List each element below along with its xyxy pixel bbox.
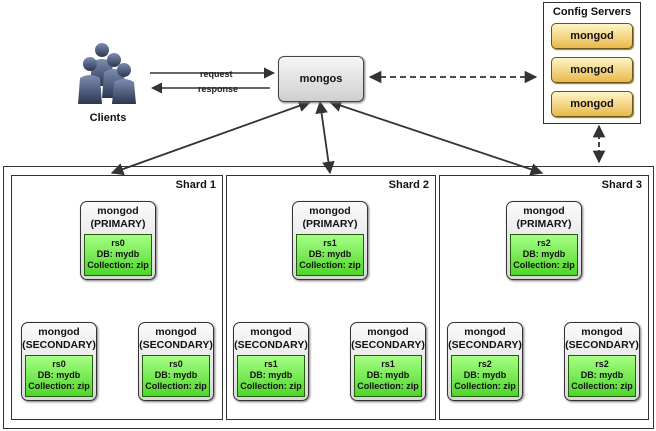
replica-set-name: rs1 [381, 359, 395, 369]
secondary-node[interactable]: mongod(SECONDARY) rs1 DB: mydb Collectio… [350, 322, 426, 401]
shard-cluster-box [3, 166, 654, 429]
secondary-node[interactable]: mongod(SECONDARY) rs0 DB: mydb Collectio… [138, 322, 214, 401]
replica-set-info: rs2 DB: mydb Collection: zip [568, 355, 636, 397]
node-title: mongod(PRIMARY) [516, 205, 572, 230]
config-servers-box: Config Servers mongod mongod mongod [543, 2, 641, 124]
replica-set-name: rs2 [478, 359, 492, 369]
replica-set-info: rs2 DB: mydb Collection: zip [510, 234, 578, 276]
collection-name: Collection: zip [28, 381, 90, 391]
primary-node[interactable]: mongod(PRIMARY) rs0 DB: mydb Collection:… [80, 201, 156, 280]
mongos-shard2-link [315, 100, 335, 175]
database-name: DB: mydb [154, 370, 198, 380]
secondary-node[interactable]: mongod(SECONDARY) rs2 DB: mydb Collectio… [564, 322, 640, 401]
replica-set-info: rs1 DB: mydb Collection: zip [237, 355, 305, 397]
replica-set-name: rs0 [111, 238, 125, 248]
primary-node[interactable]: mongod(PRIMARY) rs1 DB: mydb Collection:… [292, 201, 368, 280]
shard-title: Shard 3 [601, 179, 642, 191]
database-name: DB: mydb [37, 370, 81, 380]
database-name: DB: mydb [463, 370, 507, 380]
replica-set-info: rs1 DB: mydb Collection: zip [296, 234, 364, 276]
node-title: mongod(SECONDARY) [139, 326, 213, 351]
config-server-2[interactable]: mongod [551, 57, 633, 83]
node-title: mongod(PRIMARY) [90, 205, 146, 230]
replica-set-name: rs1 [323, 238, 337, 248]
node-title: mongod(SECONDARY) [234, 326, 308, 351]
node-title: mongod(SECONDARY) [351, 326, 425, 351]
shard-1: Shard 1 mongod(PRIMARY) rs0 DB: mydb Col… [11, 175, 223, 420]
mongos-shard3-link [328, 99, 544, 176]
replica-set-info: rs0 DB: mydb Collection: zip [142, 355, 210, 397]
database-name: DB: mydb [366, 370, 410, 380]
shard-3: Shard 3 mongod(PRIMARY) rs2 DB: mydb Col… [439, 175, 649, 420]
replica-set-name: rs0 [169, 359, 183, 369]
collection-name: Collection: zip [454, 381, 516, 391]
replica-set-info: rs2 DB: mydb Collection: zip [451, 355, 519, 397]
primary-node[interactable]: mongod(PRIMARY) rs2 DB: mydb Collection:… [506, 201, 582, 280]
collection-name: Collection: zip [571, 381, 633, 391]
config-servers-title: Config Servers [552, 6, 632, 18]
users-group-icon [78, 43, 136, 104]
replica-set-name: rs0 [52, 359, 66, 369]
replica-set-info: rs0 DB: mydb Collection: zip [25, 355, 93, 397]
database-name: DB: mydb [249, 370, 293, 380]
secondary-node[interactable]: mongod(SECONDARY) rs1 DB: mydb Collectio… [233, 322, 309, 401]
config-server-3[interactable]: mongod [551, 91, 633, 117]
node-title: mongod(PRIMARY) [302, 205, 358, 230]
replica-set-info: rs0 DB: mydb Collection: zip [84, 234, 152, 276]
collection-name: Collection: zip [87, 260, 149, 270]
mongos-shard1-link [110, 99, 312, 176]
collection-name: Collection: zip [357, 381, 419, 391]
shard-title: Shard 2 [388, 179, 429, 191]
config-server-1[interactable]: mongod [551, 23, 633, 49]
node-title: mongod(SECONDARY) [22, 326, 96, 351]
replica-set-name: rs2 [537, 238, 551, 248]
database-name: DB: mydb [308, 249, 352, 259]
mongos-node[interactable]: mongos [278, 56, 364, 102]
node-title: mongod(SECONDARY) [565, 326, 639, 351]
response-label: response [198, 84, 239, 94]
replica-set-info: rs1 DB: mydb Collection: zip [354, 355, 422, 397]
database-name: DB: mydb [96, 249, 140, 259]
clients-label: Clients [89, 112, 127, 124]
node-title: mongod(SECONDARY) [448, 326, 522, 351]
secondary-node[interactable]: mongod(SECONDARY) rs0 DB: mydb Collectio… [21, 322, 97, 401]
collection-name: Collection: zip [299, 260, 361, 270]
database-name: DB: mydb [580, 370, 624, 380]
request-label: request [200, 69, 233, 79]
database-name: DB: mydb [522, 249, 566, 259]
collection-name: Collection: zip [513, 260, 575, 270]
secondary-node[interactable]: mongod(SECONDARY) rs2 DB: mydb Collectio… [447, 322, 523, 401]
replica-set-name: rs1 [264, 359, 278, 369]
mongos-label: mongos [299, 73, 343, 85]
shard-title: Shard 1 [175, 179, 216, 191]
replica-set-name: rs2 [595, 359, 609, 369]
shard-2: Shard 2 mongod(PRIMARY) rs1 DB: mydb Col… [226, 175, 436, 420]
collection-name: Collection: zip [145, 381, 207, 391]
collection-name: Collection: zip [240, 381, 302, 391]
